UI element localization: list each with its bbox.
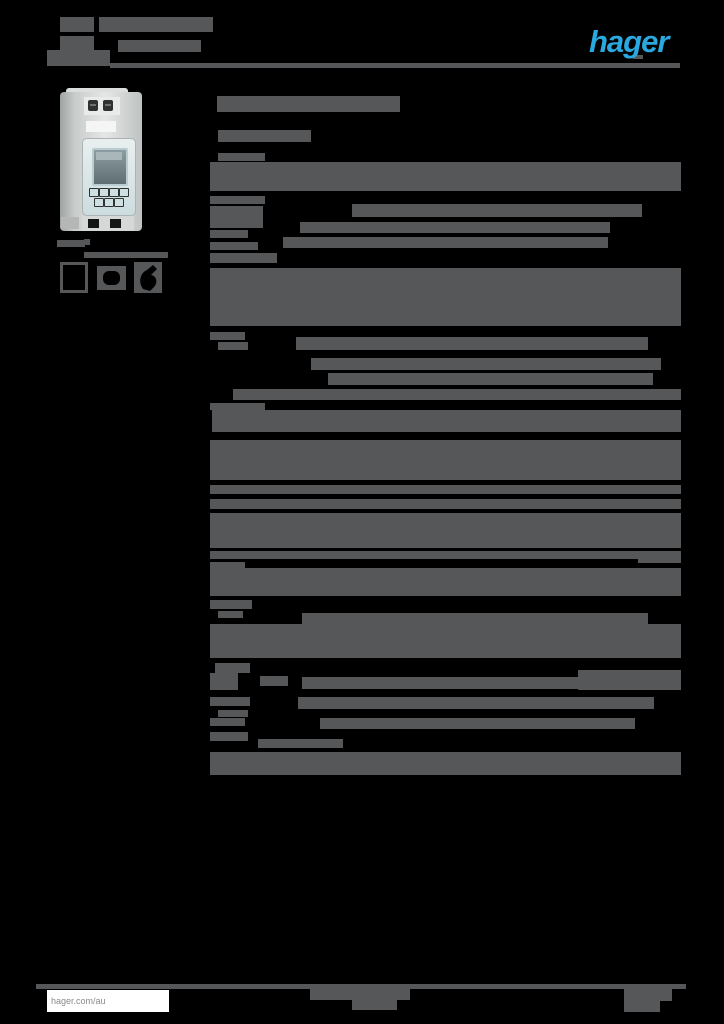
rounded-shape-icon	[97, 266, 126, 290]
terminal-screw	[88, 100, 98, 111]
product-pictograms	[60, 262, 170, 293]
redacted-text-bar	[218, 153, 265, 161]
redacted-text-bar	[638, 554, 681, 563]
redacted-text-bar	[210, 513, 681, 548]
redacted-text-bar	[210, 718, 245, 726]
redacted-text-bar	[210, 485, 681, 494]
device-label	[86, 121, 116, 132]
redacted-text-bar	[210, 253, 277, 263]
terminal-screw	[103, 100, 113, 111]
redacted-text-bar	[624, 989, 672, 1001]
redacted-text-bar	[210, 732, 248, 741]
device-bottom-terminals	[82, 216, 134, 231]
redacted-text-bar	[218, 342, 248, 350]
device-button	[104, 198, 114, 207]
redacted-text-bar	[302, 613, 648, 624]
redacted-text-bar	[210, 752, 681, 775]
redacted-text-bar	[311, 358, 661, 370]
redacted-text-bar	[99, 17, 213, 32]
redacted-text-bar	[47, 50, 110, 66]
square-outline-icon	[60, 262, 88, 293]
device-button	[114, 198, 124, 207]
redacted-text-bar	[320, 718, 635, 729]
redacted-text-bar	[210, 332, 245, 340]
device-front-panel	[82, 138, 136, 216]
redacted-text-bar	[217, 96, 400, 112]
terminal-slot	[110, 219, 121, 228]
redacted-text-bar	[118, 40, 201, 52]
redacted-text-bar	[110, 63, 680, 68]
device-button	[99, 188, 109, 197]
redacted-text-bar	[60, 17, 94, 32]
redacted-text-bar	[210, 562, 245, 570]
redacted-text-bar	[218, 611, 243, 618]
redacted-text-bar	[310, 989, 410, 1000]
redacted-text-bar	[233, 389, 681, 400]
footer-website-box: hager.com/au	[47, 990, 169, 1012]
device-button	[94, 198, 104, 207]
redacted-text-bar	[296, 337, 648, 350]
hager-logo: hager	[589, 24, 669, 59]
redacted-text-bar	[210, 673, 238, 690]
redacted-text-bar	[84, 239, 90, 245]
redacted-text-bar	[298, 697, 654, 709]
redacted-text-bar	[578, 670, 681, 690]
redacted-text-bar	[624, 1001, 660, 1012]
product-photo	[56, 88, 148, 234]
redacted-text-bar	[60, 36, 94, 57]
redacted-text-bar	[300, 222, 610, 233]
redacted-text-bar	[212, 410, 681, 432]
redacted-text-bar	[210, 499, 681, 509]
redacted-text-bar	[36, 984, 686, 989]
redacted-text-bar	[210, 697, 250, 706]
redacted-text-bar	[328, 373, 653, 385]
redacted-text-bar	[210, 242, 258, 250]
redacted-text-bar	[215, 663, 250, 673]
redacted-text-bar	[283, 237, 608, 248]
hand-icon	[134, 262, 162, 293]
redacted-text-bar	[352, 1000, 397, 1010]
redacted-text-bar	[218, 130, 311, 142]
redacted-text-bar	[258, 739, 343, 748]
redacted-text-bar	[210, 551, 681, 559]
redacted-text-bar	[210, 206, 263, 228]
redacted-text-bar	[260, 676, 288, 686]
terminal-slot	[88, 219, 99, 228]
device-button	[109, 188, 119, 197]
redacted-text-bar	[210, 268, 681, 326]
redacted-text-bar	[210, 440, 681, 480]
din-rail-clip	[61, 217, 79, 229]
redacted-text-bar	[302, 677, 579, 689]
footer-website-link[interactable]: hager.com/au	[51, 996, 106, 1006]
redacted-text-bar	[210, 568, 681, 596]
device-lcd-display	[92, 148, 128, 186]
redacted-text-bar	[210, 624, 681, 658]
redacted-text-bar	[218, 710, 248, 717]
redacted-text-bar	[210, 162, 681, 191]
redacted-text-bar	[210, 403, 265, 410]
redacted-text-bar	[57, 240, 85, 247]
device-button	[89, 188, 99, 197]
redacted-text-bar	[84, 252, 168, 258]
redacted-text-bar	[210, 196, 265, 204]
redacted-text-bar	[210, 230, 248, 238]
device-button	[119, 188, 129, 197]
redacted-text-bar	[210, 600, 252, 609]
redacted-text-bar	[352, 204, 642, 217]
